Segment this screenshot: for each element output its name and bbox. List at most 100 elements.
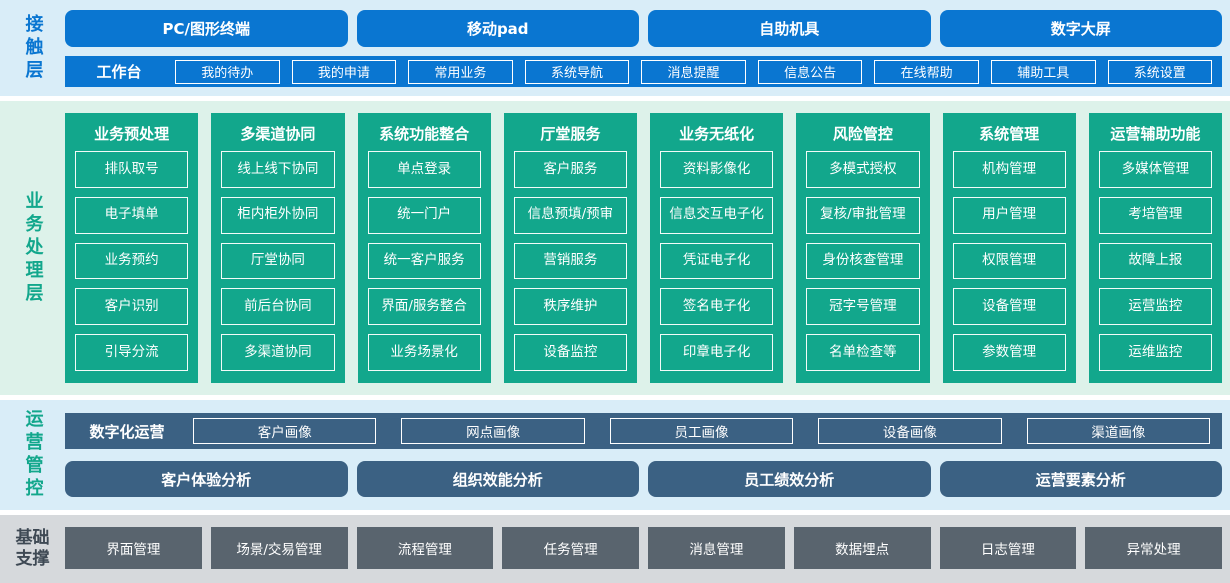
foundation-item-button[interactable]: 异常处理	[1085, 527, 1222, 569]
channel-button[interactable]: PC/图形终端	[65, 10, 348, 47]
business-item-button[interactable]: 用户管理	[952, 196, 1066, 234]
analysis-button[interactable]: 组织效能分析	[356, 461, 639, 497]
business-item-button[interactable]: 多媒体管理	[1098, 151, 1212, 188]
business-item-button[interactable]: 多模式授权	[806, 151, 920, 188]
business-column-title: 多渠道协同	[240, 125, 316, 143]
business-column-title: 业务预处理	[94, 125, 170, 143]
foundation-layer-label: 基础支撑	[0, 515, 65, 583]
analysis-row: 客户体验分析组织效能分析员工绩效分析运营要素分析	[65, 461, 1222, 497]
foundation-item-button[interactable]: 流程管理	[356, 527, 494, 569]
business-item-button[interactable]: 信息交互电子化	[660, 196, 774, 234]
workbench-bar: 工作台 我的待办我的申请常用业务系统导航消息提醒信息公告在线帮助辅助工具系统设置	[65, 56, 1222, 87]
foundation-row: 界面管理场景/交易管理流程管理任务管理消息管理数据埋点日志管理异常处理	[65, 527, 1222, 569]
business-item-button[interactable]: 业务场景化	[367, 334, 481, 371]
workbench-item-button[interactable]: 我的申请	[291, 59, 397, 84]
business-item-button[interactable]: 运营监控	[1098, 288, 1212, 326]
business-item-button[interactable]: 排队取号	[75, 151, 189, 188]
business-column-items: 机构管理用户管理权限管理设备管理参数管理	[952, 151, 1066, 371]
analysis-button[interactable]: 员工绩效分析	[648, 461, 931, 497]
business-item-button[interactable]: 线上线下协同	[221, 151, 335, 188]
business-item-button[interactable]: 印章电子化	[660, 334, 774, 371]
business-item-button[interactable]: 单点登录	[367, 151, 481, 188]
workbench-item-button[interactable]: 系统设置	[1107, 59, 1213, 84]
business-item-button[interactable]: 统一客户服务	[367, 242, 481, 280]
business-column-items: 排队取号电子填单业务预约客户识别引导分流	[75, 151, 189, 371]
business-item-button[interactable]: 机构管理	[952, 151, 1066, 188]
digital-operations-items: 客户画像网点画像员工画像设备画像渠道画像	[193, 418, 1211, 444]
business-item-button[interactable]: 资料影像化	[660, 151, 774, 188]
workbench-item-button[interactable]: 辅助工具	[990, 59, 1096, 84]
foundation-item-button[interactable]: 任务管理	[502, 527, 639, 569]
business-item-button[interactable]: 引导分流	[75, 334, 189, 371]
business-column-title: 业务无纸化	[679, 125, 755, 143]
business-column: 系统管理机构管理用户管理权限管理设备管理参数管理	[942, 113, 1076, 383]
business-item-button[interactable]: 参数管理	[952, 334, 1066, 371]
business-item-button[interactable]: 运维监控	[1098, 334, 1212, 371]
business-item-button[interactable]: 名单检查等	[806, 334, 920, 371]
business-item-button[interactable]: 厅堂协同	[221, 242, 335, 280]
digital-ops-item-button[interactable]: 设备画像	[818, 418, 1002, 444]
analysis-button[interactable]: 客户体验分析	[65, 461, 348, 497]
business-column-items: 多模式授权复核/审批管理身份核查管理冠字号管理名单检查等	[806, 151, 920, 371]
business-item-button[interactable]: 业务预约	[75, 242, 189, 280]
business-layer-body: 业务预处理排队取号电子填单业务预约客户识别引导分流多渠道协同线上线下协同柜内柜外…	[65, 101, 1230, 395]
business-item-button[interactable]: 信息预填/预审	[513, 196, 627, 234]
foundation-layer-body: 界面管理场景/交易管理流程管理任务管理消息管理数据埋点日志管理异常处理	[65, 515, 1230, 583]
operations-control-layer: 运营管控 数字化运营 客户画像网点画像员工画像设备画像渠道画像 客户体验分析组织…	[0, 400, 1230, 510]
workbench-label: 工作台	[96, 63, 142, 81]
business-column-items: 资料影像化信息交互电子化凭证电子化签名电子化印章电子化	[660, 151, 774, 371]
foundation-item-button[interactable]: 数据埋点	[793, 527, 931, 569]
workbench-item-button[interactable]: 系统导航	[524, 59, 630, 84]
business-item-button[interactable]: 身份核查管理	[806, 242, 920, 280]
business-item-button[interactable]: 统一门户	[367, 196, 481, 234]
business-item-button[interactable]: 前后台协同	[221, 288, 335, 326]
digital-ops-item-button[interactable]: 渠道画像	[1026, 418, 1211, 444]
business-item-button[interactable]: 秩序维护	[513, 288, 627, 326]
business-column-items: 线上线下协同柜内柜外协同厅堂协同前后台协同多渠道协同	[221, 151, 335, 371]
operations-layer-body: 数字化运营 客户画像网点画像员工画像设备画像渠道画像 客户体验分析组织效能分析员…	[65, 400, 1230, 510]
business-item-button[interactable]: 柜内柜外协同	[221, 196, 335, 234]
business-item-button[interactable]: 权限管理	[952, 242, 1066, 280]
foundation-item-button[interactable]: 场景/交易管理	[210, 527, 348, 569]
business-column: 业务无纸化资料影像化信息交互电子化凭证电子化签名电子化印章电子化	[650, 113, 784, 383]
business-item-button[interactable]: 多渠道协同	[221, 334, 335, 371]
channel-button[interactable]: 自助机具	[648, 10, 931, 47]
workbench-item-button[interactable]: 我的待办	[175, 59, 280, 84]
analysis-button[interactable]: 运营要素分析	[939, 461, 1222, 497]
foundation-item-button[interactable]: 消息管理	[648, 527, 785, 569]
workbench-item-button[interactable]: 常用业务	[408, 59, 513, 84]
workbench-item-button[interactable]: 在线帮助	[874, 59, 979, 84]
digital-ops-item-button[interactable]: 客户画像	[193, 418, 377, 444]
business-item-button[interactable]: 凭证电子化	[660, 242, 774, 280]
business-item-button[interactable]: 客户服务	[513, 151, 627, 188]
channel-button[interactable]: 数字大屏	[939, 10, 1222, 47]
business-layer-label-text: 业务处理层	[22, 190, 44, 306]
digital-ops-item-button[interactable]: 网点画像	[401, 418, 585, 444]
business-item-button[interactable]: 营销服务	[513, 242, 627, 280]
business-column-title: 系统管理	[979, 125, 1040, 143]
digital-ops-item-button[interactable]: 员工画像	[609, 418, 794, 444]
business-item-button[interactable]: 电子填单	[75, 196, 189, 234]
digital-operations-label: 数字化运营	[89, 422, 165, 441]
business-item-button[interactable]: 界面/服务整合	[367, 288, 481, 326]
channel-button[interactable]: 移动pad	[356, 10, 639, 47]
business-item-button[interactable]: 签名电子化	[660, 288, 774, 326]
workbench-item-button[interactable]: 消息提醒	[641, 59, 746, 84]
business-item-button[interactable]: 客户识别	[75, 288, 189, 326]
business-column-items: 单点登录统一门户统一客户服务界面/服务整合业务场景化	[367, 151, 481, 371]
business-item-button[interactable]: 设备管理	[952, 288, 1066, 326]
business-item-button[interactable]: 设备监控	[513, 334, 627, 371]
workbench-item-button[interactable]: 信息公告	[757, 59, 863, 84]
business-item-button[interactable]: 故障上报	[1098, 242, 1212, 280]
business-item-button[interactable]: 冠字号管理	[806, 288, 920, 326]
business-column: 厅堂服务客户服务信息预填/预审营销服务秩序维护设备监控	[503, 113, 637, 383]
foundation-item-button[interactable]: 界面管理	[65, 527, 202, 569]
business-item-button[interactable]: 复核/审批管理	[806, 196, 920, 234]
business-item-button[interactable]: 考培管理	[1098, 196, 1212, 234]
business-column-title: 厅堂服务	[540, 125, 601, 143]
business-column-items: 多媒体管理考培管理故障上报运营监控运维监控	[1098, 151, 1212, 371]
foundation-item-button[interactable]: 日志管理	[939, 527, 1077, 569]
